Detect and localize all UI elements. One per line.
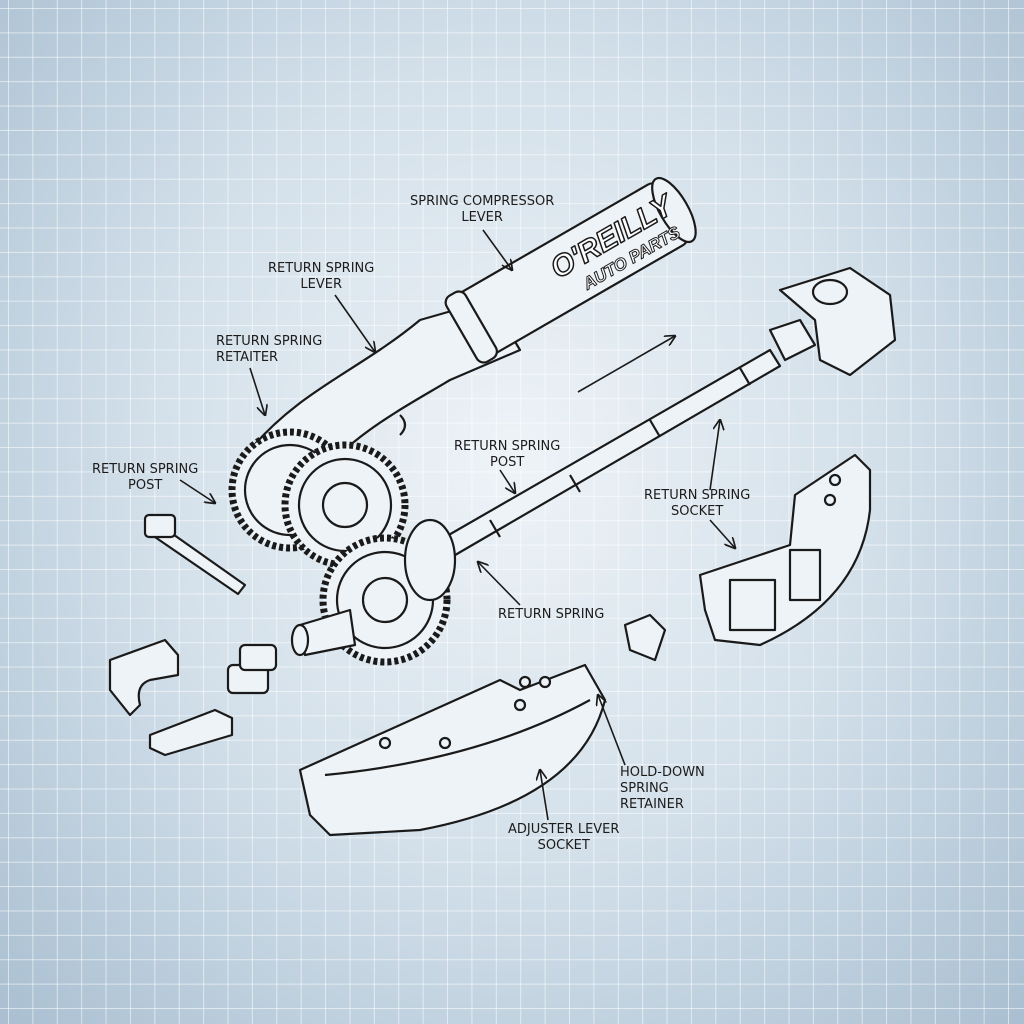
leader-arrows bbox=[179, 229, 735, 821]
label-return-spring: RETURN SPRING bbox=[498, 607, 605, 622]
adjuster-lever-socket-shoe bbox=[298, 663, 607, 837]
return-spring-socket-shoe bbox=[698, 453, 872, 647]
gear-assembly bbox=[228, 428, 457, 666]
small-parts bbox=[108, 613, 667, 757]
return-spring-post-part bbox=[143, 513, 247, 596]
return-spring-socket-bracket bbox=[768, 266, 897, 377]
